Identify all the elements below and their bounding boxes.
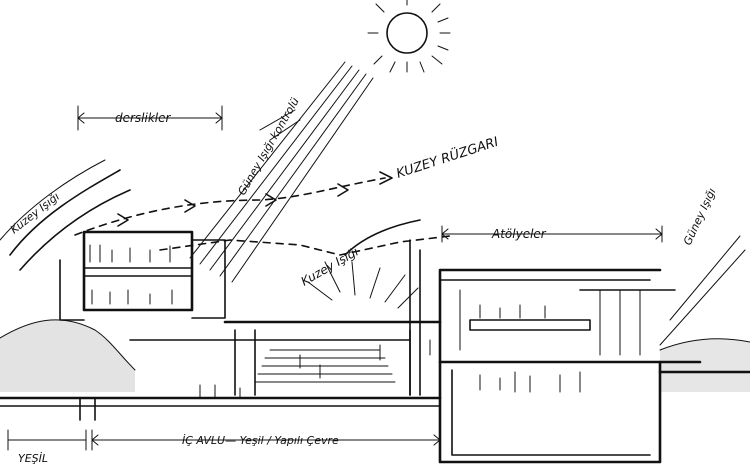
classroom-block	[59, 230, 226, 321]
label-derslikler: derslikler	[115, 111, 172, 125]
south-light-rays-right	[659, 235, 746, 346]
label-yesil: YEŞİL	[18, 452, 48, 465]
ground-line	[0, 370, 750, 421]
basement	[438, 360, 662, 464]
dimension-yesil	[7, 429, 87, 451]
south-light-rays	[189, 61, 374, 283]
north-light-arcs-left	[0, 159, 131, 271]
label-guney-isigi-right: Güney Işığı	[681, 186, 719, 247]
label-kuzey-isigi-center: Kuzey Işığı	[299, 245, 361, 289]
dimension-ic-avlu	[91, 429, 441, 451]
label-guney-isigi-kontrolu: Güney Işığı kontrolü	[235, 95, 302, 197]
north-light-rays-center	[307, 219, 421, 309]
sun-icon	[367, 0, 451, 73]
label-atolyeler: Atölyeler	[491, 227, 547, 241]
background-hills	[0, 319, 750, 392]
north-wind-arrow	[74, 171, 451, 256]
workshop-block	[409, 239, 702, 396]
courtyard-steps	[129, 320, 442, 399]
label-kuzey-ruzgari: KUZEY RÜZGARI	[394, 133, 501, 182]
label-kuzey-isigi-left: Kuzey Işığı	[8, 190, 62, 236]
dimension-atolyeler	[441, 225, 663, 243]
label-ic-avlu: İÇ AVLU— Yeşil / Yapılı Çevre	[182, 434, 339, 447]
dimension-derslikler	[77, 105, 223, 131]
